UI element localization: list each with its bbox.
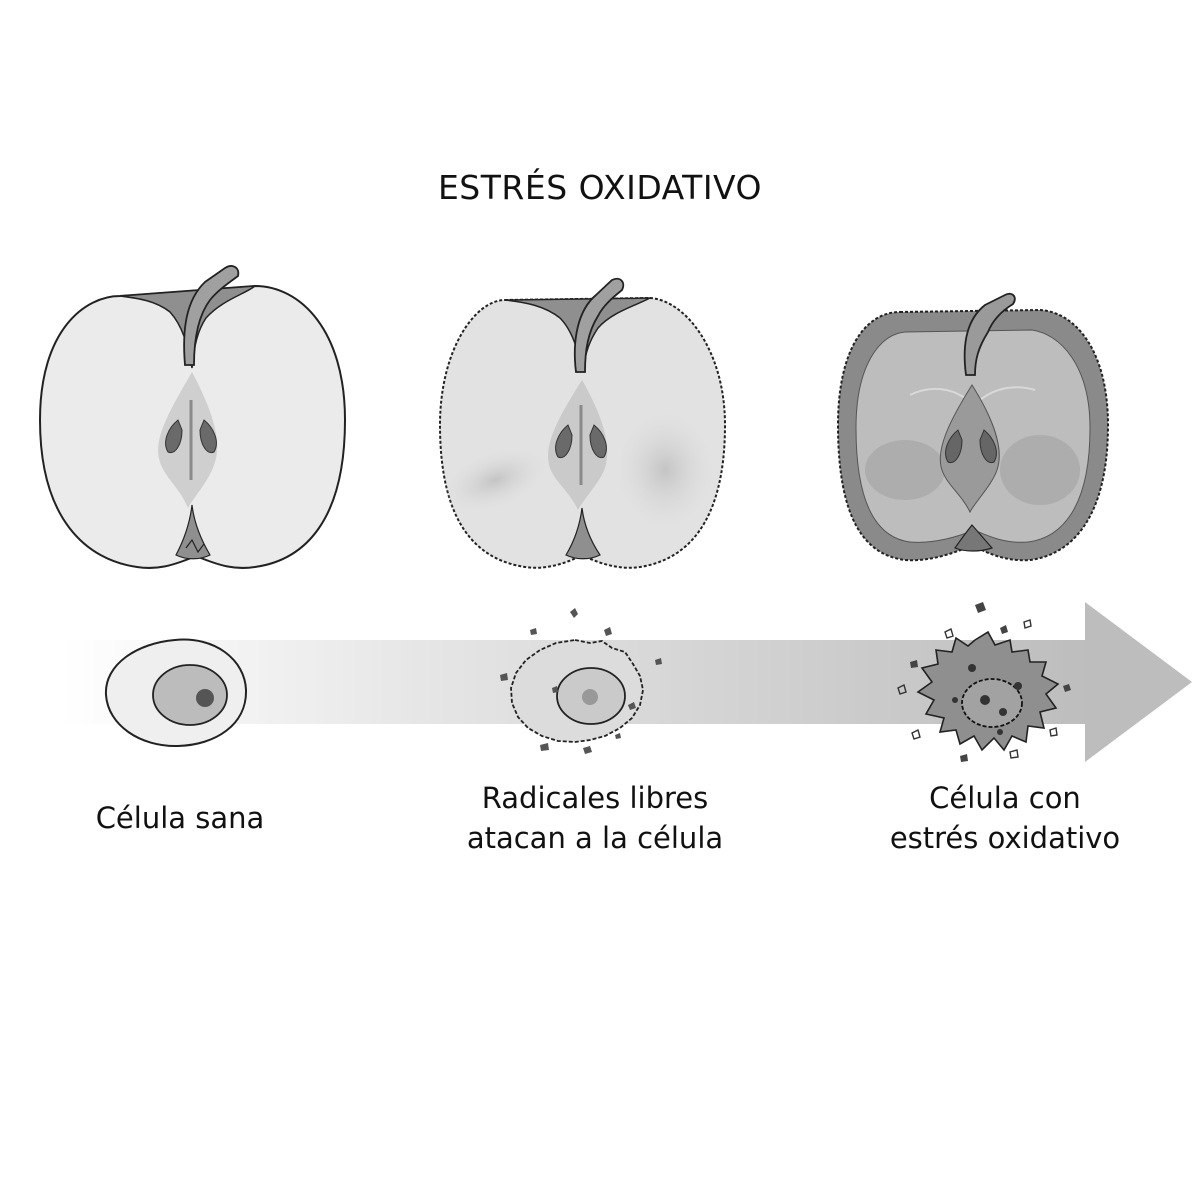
healthy-apple bbox=[38, 265, 347, 569]
caption-free-radicals: Radicales libres atacan a la célula bbox=[405, 778, 785, 858]
healthy-cell bbox=[104, 638, 248, 748]
caption-line: Célula con bbox=[929, 781, 1081, 815]
caption-line: Célula sana bbox=[95, 801, 265, 835]
oxidizing-apple bbox=[438, 277, 727, 569]
stressed-cell bbox=[897, 602, 1071, 762]
caption-healthy-cell: Célula sana bbox=[30, 798, 330, 838]
caption-line: Radicales libres bbox=[481, 781, 709, 815]
caption-line: atacan a la célula bbox=[466, 821, 724, 855]
caption-oxidative-stress-cell: Célula con estrés oxidativo bbox=[835, 778, 1175, 858]
oxidized-apple bbox=[836, 292, 1110, 562]
diagram-title: ESTRÉS OXIDATIVO bbox=[437, 168, 763, 207]
caption-line: estrés oxidativo bbox=[889, 821, 1121, 855]
attacked-cell bbox=[500, 608, 662, 754]
